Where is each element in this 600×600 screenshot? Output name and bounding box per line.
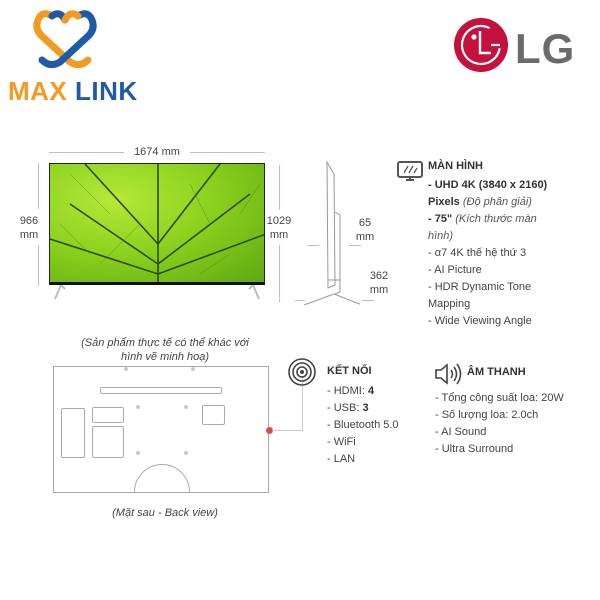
tv-front-screen [49,163,265,285]
audio-spec-lines: - Tổng công suất loa: 20W - Số lượng loa… [435,390,564,458]
height-dimension-line-left-top [38,163,39,209]
audio-spec-line: - AI Sound [435,426,487,438]
connectivity-spec-title: KẾT NỐI [327,365,372,377]
connectivity-pointer-dot [266,427,273,434]
stand-depth-mark-right [362,300,374,301]
display-spec-line: - UHD 4K (3840 x 2160) [428,179,548,191]
width-dimension-line-right [190,152,265,153]
back-port-panel [61,408,85,458]
display-spec-line: Pixels (Độ phân giải) [428,196,532,208]
monitor-icon [397,161,423,181]
height-dimension-line-left-bottom [38,245,39,286]
back-stand-mount [134,464,190,493]
height-dimension-line-right-bottom [279,245,280,302]
display-spec-line: hình) [428,230,454,242]
display-spec-line: - 75" (Kích thước màn [428,213,537,225]
display-spec-line: Mapping [428,298,471,310]
tv-side-profile [303,160,360,305]
display-spec-lines: - UHD 4K (3840 x 2160) Pixels (Độ phân g… [428,177,547,330]
connectivity-spec-line: - USB: 3 [327,402,369,414]
display-spec-line: - HDR Dynamic Tone [428,281,532,293]
connectivity-spec-line: - HDMI: 4 [327,385,375,397]
display-spec-block: MÀN HÌNH [428,160,483,172]
back-module-top [92,407,124,423]
stand-depth-label: 362 mm [369,270,389,296]
audio-spec-title: ÂM THANH [467,366,526,378]
depth-label: 65 mm [355,217,375,243]
lg-logo-icon [454,18,508,72]
height-left-label: 966 mm [19,215,39,241]
tv-stand-feet [54,285,260,300]
wireless-signal-icon [288,358,316,386]
height-dimension-line-right-top [279,165,280,210]
depth-dimension-mark-right [349,245,361,246]
display-spec-line: - α7 4K thế hệ thứ 3 [428,247,527,259]
connectivity-pointer-line-v [302,376,303,431]
stand-depth-mark-left [295,300,305,301]
back-module-bottom [92,426,124,458]
audio-spec-line: - Ultra Surround [435,443,514,455]
leaf-veins-image [50,164,264,282]
back-view-disclaimer: (Sản phẩm thực tế có thể khác với hình v… [81,337,249,363]
connectivity-spec-line: - WiFi [327,436,356,448]
depth-dimension-mark-left [307,245,319,246]
display-spec-line: - Wide Viewing Angle [428,315,532,327]
display-spec-line: - AI Picture [428,264,482,276]
back-view-caption: (Mặt sau - Back view) [112,507,218,519]
width-dimension-label: 1674 mm [134,146,180,158]
connectivity-spec-line: - Bluetooth 5.0 [327,419,399,431]
height-right-label: 1029 mm [266,215,292,241]
display-spec-title: MÀN HÌNH [428,160,483,172]
audio-spec-line: - Số lượng loa: 2.0ch [435,409,539,421]
maxlink-wordmark: MAX LINK [8,76,138,106]
tv-back-panel-diagram [53,366,269,493]
connectivity-spec-line: - LAN [327,453,356,465]
lg-wordmark: LG [515,25,576,72]
connectivity-spec-lines: - HDMI: 4 - USB: 3 - Bluetooth 5.0 - WiF… [327,383,399,468]
maxlink-logo-icon [33,10,97,69]
speaker-icon [435,363,462,385]
audio-spec-line: - Tổng công suất loa: 20W [435,392,564,404]
connectivity-pointer-line-h [272,430,302,431]
back-vent-slot [100,387,222,394]
back-module-right [202,405,225,425]
width-dimension-line-left [49,152,124,153]
